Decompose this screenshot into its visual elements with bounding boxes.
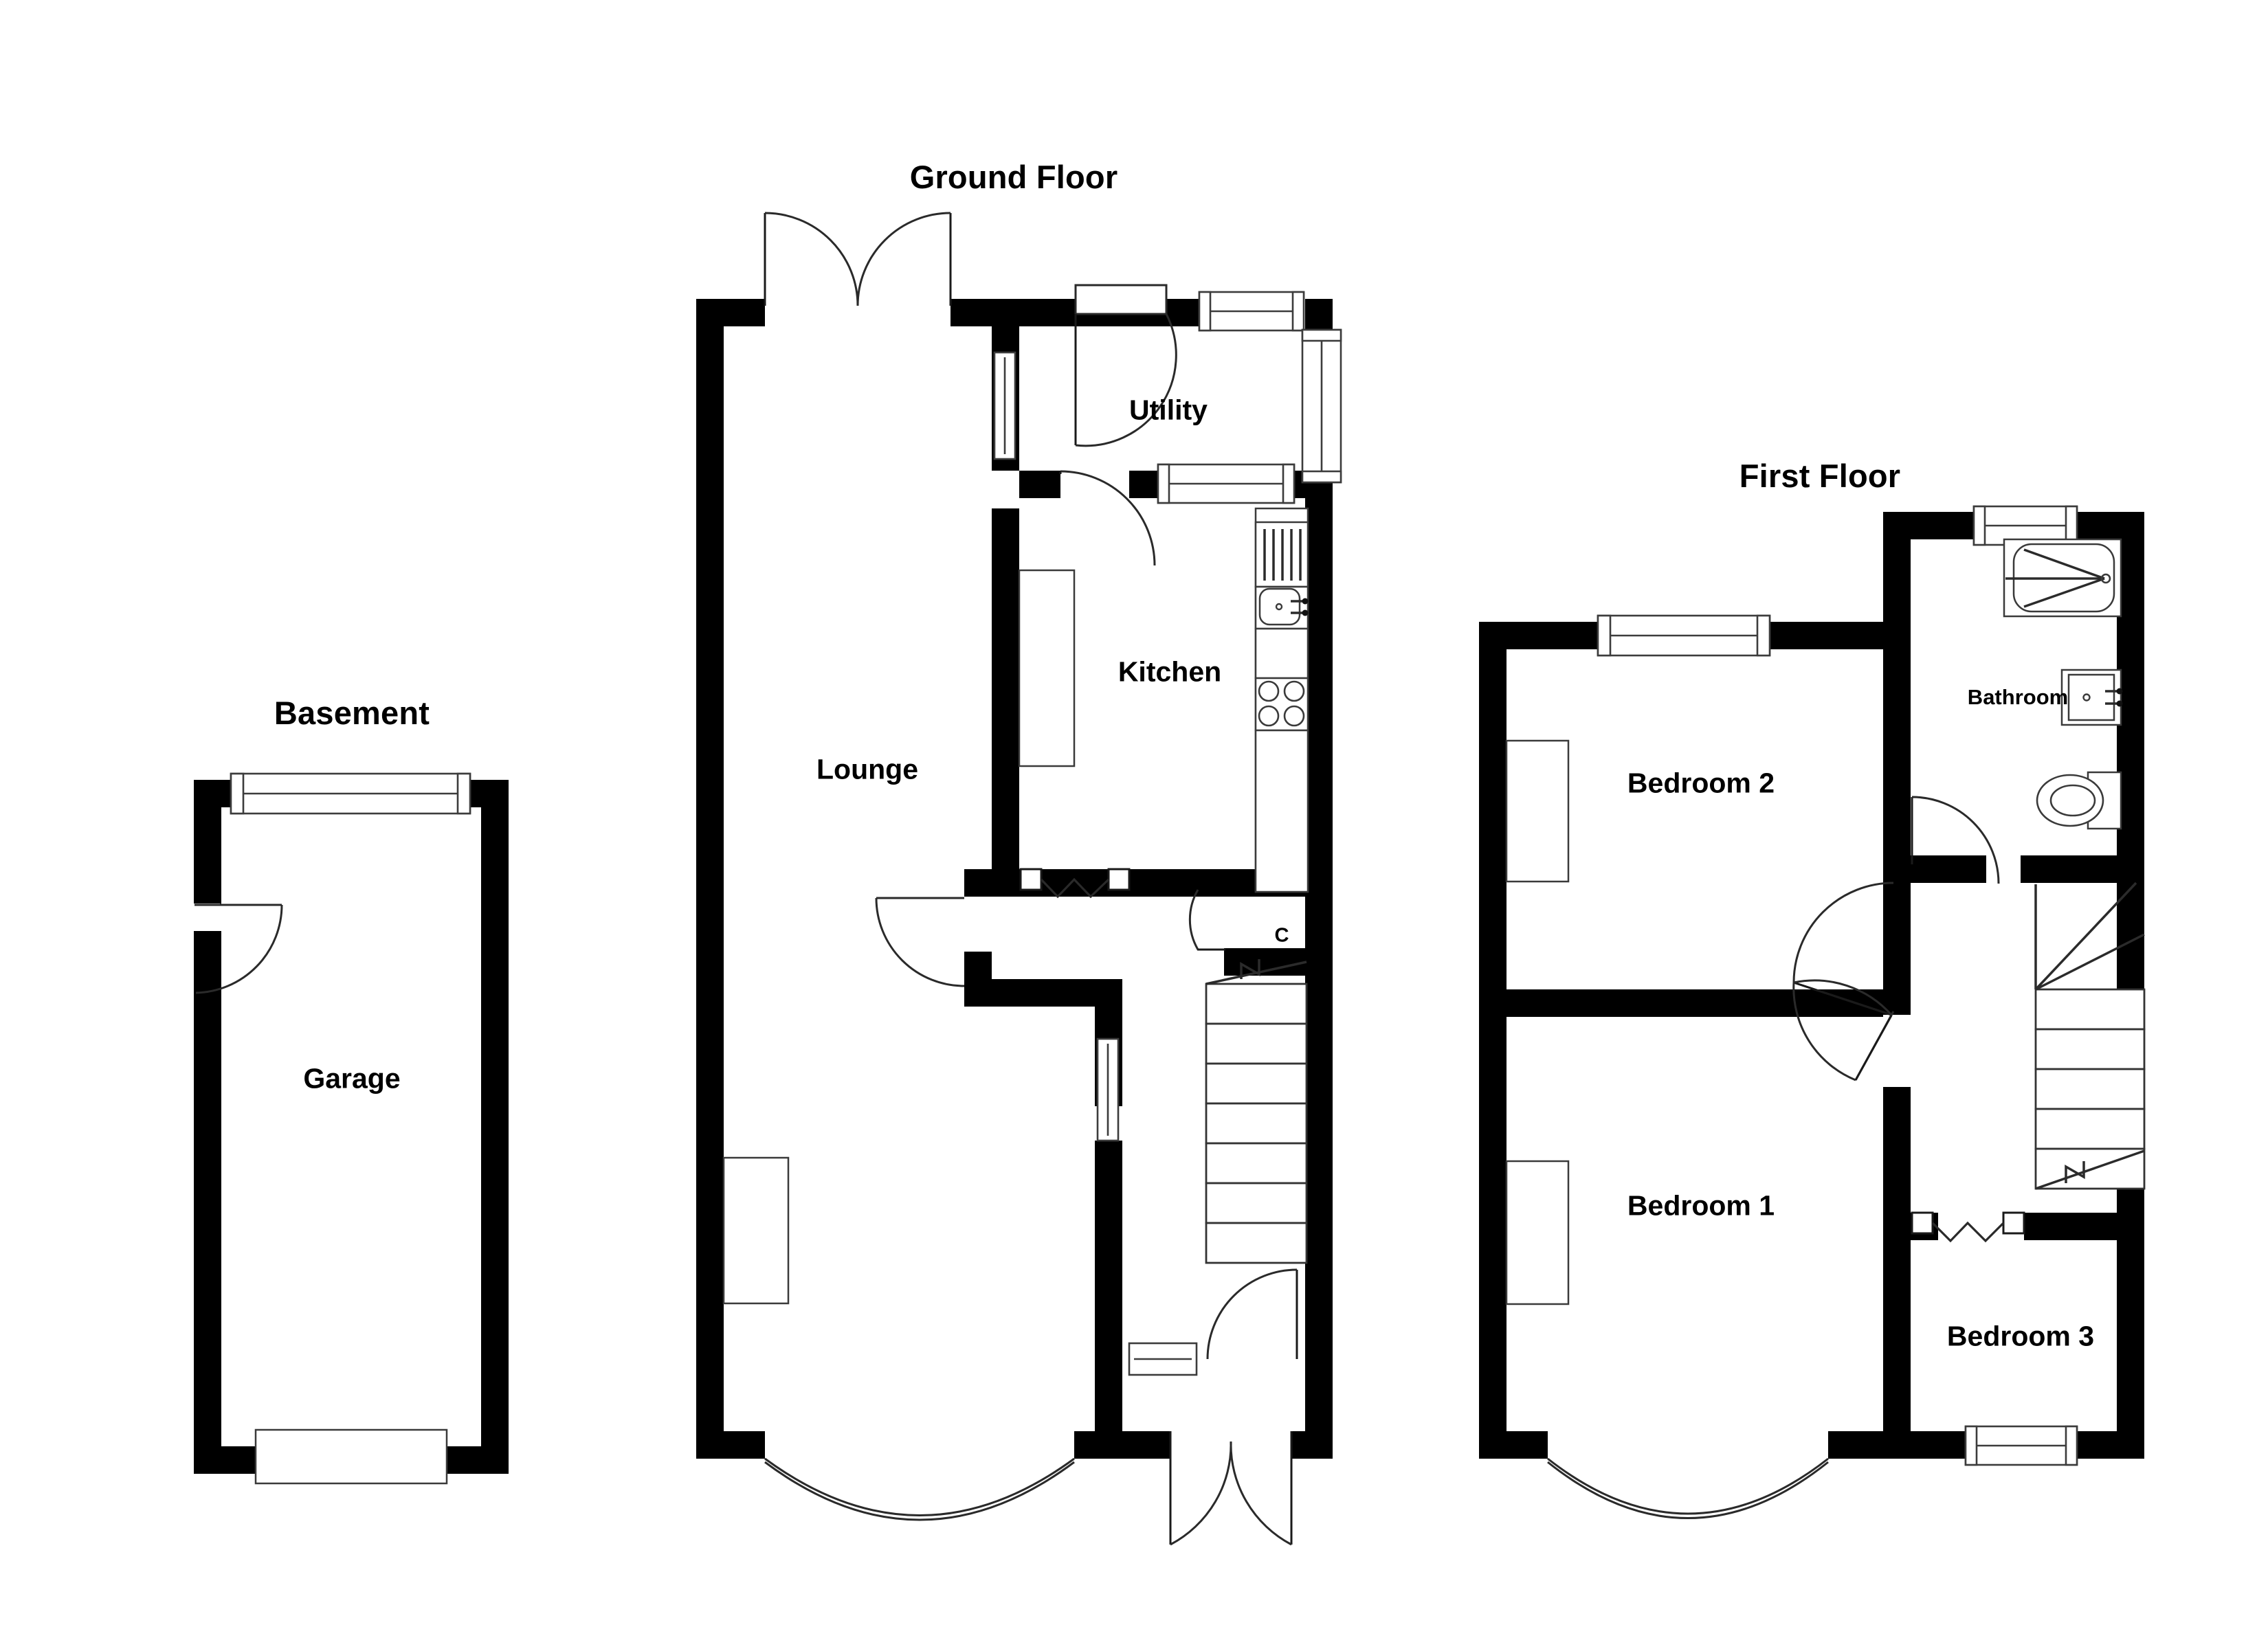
- utility-right-window: [1301, 328, 1342, 484]
- ground-staircase: [1205, 959, 1308, 1264]
- floor-title-first: First Floor: [1739, 458, 1901, 494]
- room-label-lounge: Lounge: [816, 753, 919, 785]
- room-label-bedroom-1: Bedroom 1: [1627, 1189, 1775, 1222]
- bedroom3-window: [1964, 1425, 2078, 1466]
- room-label-garage: Garage: [303, 1062, 401, 1095]
- basement-rear-window: [230, 772, 471, 815]
- bedroom2-window: [1597, 614, 1771, 657]
- room-label-kitchen: Kitchen: [1118, 655, 1222, 688]
- ground-rear-french-doors[interactable]: [764, 212, 952, 306]
- room-label-bedroom-3: Bedroom 3: [1946, 1320, 2095, 1352]
- floor-title-ground: Ground Floor: [909, 159, 1118, 195]
- room-label-utility: Utility: [1129, 394, 1208, 426]
- hall-side-window: [1096, 1037, 1120, 1142]
- kitchen-counter: [1254, 507, 1309, 893]
- hall-lower-window: [1128, 1342, 1198, 1376]
- lounge-hall-door[interactable]: [875, 897, 965, 987]
- bathroom-window: [1972, 505, 2078, 546]
- bathroom-door[interactable]: [1911, 796, 2000, 884]
- kitchen-tall-unit: [1018, 569, 1076, 767]
- room-label-bathroom: Bathroom: [1967, 685, 2069, 709]
- bedroom3-archway: [1911, 1211, 2025, 1243]
- kitchen-top-window: [1157, 463, 1296, 504]
- first-floor-group: [1479, 505, 2146, 1519]
- hall-front-door[interactable]: [1206, 1268, 1298, 1360]
- room-label-cupboard: C: [1274, 924, 1289, 947]
- floor-title-basement: Basement: [274, 695, 430, 731]
- room-label-bedroom-2: Bedroom 2: [1627, 767, 1775, 799]
- utility-kitchen-door[interactable]: [1059, 470, 1156, 566]
- lounge-chimney-breast: [722, 1156, 790, 1305]
- basement-garage-door: [254, 1428, 448, 1485]
- basement-walls: [194, 780, 509, 1474]
- utility-rear-door[interactable]: [1074, 284, 1177, 447]
- bedroom1-bay-window: [1547, 1457, 1829, 1519]
- cupboard-door[interactable]: [1188, 889, 1225, 951]
- hall-porch-doors[interactable]: [1169, 1431, 1293, 1546]
- bedroom2-chimney-breast: [1505, 739, 1570, 883]
- kitchen-hall-archway: [1019, 868, 1131, 899]
- basement-floor-group: [194, 772, 509, 1485]
- ground-floor-group: [696, 212, 1342, 1546]
- wash-basin-fixture: [2060, 669, 2123, 726]
- toilet-fixture: [2036, 771, 2122, 830]
- basement-side-door: [194, 903, 283, 994]
- utility-top-window: [1198, 291, 1305, 332]
- bedroom1-chimney-breast: [1505, 1160, 1570, 1305]
- bath-fixture: [2003, 538, 2122, 618]
- lounge-side-window: [993, 351, 1016, 460]
- landing-doors[interactable]: [1792, 882, 1895, 1081]
- first-staircase: [2034, 882, 2146, 1190]
- first-walls: [1479, 512, 2144, 1459]
- lounge-bay-window: [764, 1457, 1075, 1521]
